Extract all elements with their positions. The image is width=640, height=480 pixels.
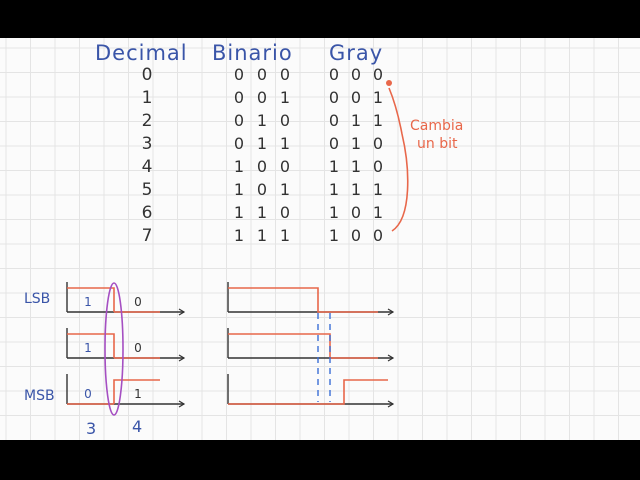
change-arrow bbox=[388, 87, 409, 232]
bit-value-after: 0 bbox=[134, 341, 142, 355]
decimal-cell: 1 bbox=[142, 88, 153, 108]
binary-bit: 1 bbox=[280, 180, 290, 199]
gray-bit: 0 bbox=[373, 134, 383, 153]
binary-bit: 1 bbox=[280, 134, 290, 153]
gray-bit: 1 bbox=[373, 111, 383, 130]
signal-trace bbox=[67, 287, 160, 313]
gray-bit: 0 bbox=[373, 226, 383, 245]
gray-bit: 0 bbox=[329, 88, 339, 107]
gray-bit: 0 bbox=[351, 65, 361, 84]
gray-bit: 0 bbox=[373, 65, 383, 84]
binary-bit: 0 bbox=[234, 88, 244, 107]
binary-bit: 0 bbox=[234, 134, 244, 153]
binary-bit: 0 bbox=[280, 203, 290, 222]
gray-bit: 1 bbox=[351, 157, 361, 176]
lsb-label: LSB bbox=[24, 291, 50, 307]
bit-value-before: 1 bbox=[84, 341, 92, 355]
header-gray: Gray bbox=[329, 41, 383, 65]
gray-bit: 1 bbox=[373, 88, 383, 107]
gray-bit: 0 bbox=[351, 226, 361, 245]
decimal-cell: 2 bbox=[142, 111, 153, 131]
gray-bit: 1 bbox=[373, 180, 383, 199]
gray-bit: 1 bbox=[329, 157, 339, 176]
annotation-line1: Cambia bbox=[410, 118, 463, 134]
bit-value-after: 0 bbox=[134, 295, 142, 309]
gray-bit: 0 bbox=[329, 111, 339, 130]
gray-bit: 0 bbox=[373, 157, 383, 176]
annotation-line2: un bit bbox=[417, 136, 458, 152]
gray-bit: 1 bbox=[329, 226, 339, 245]
binary-bit: 0 bbox=[257, 65, 267, 84]
binary-bit: 1 bbox=[257, 226, 267, 245]
bottom-label-3: 3 bbox=[86, 419, 96, 438]
gray-bit: 1 bbox=[351, 134, 361, 153]
gray-bit: 0 bbox=[329, 65, 339, 84]
gray-bit: 1 bbox=[329, 180, 339, 199]
decimal-cell: 0 bbox=[142, 65, 153, 85]
axis-arrowhead bbox=[387, 354, 395, 362]
binary-bit: 1 bbox=[234, 203, 244, 222]
decimal-cell: 4 bbox=[142, 157, 153, 177]
binary-bit: 1 bbox=[234, 226, 244, 245]
binary-bit: 1 bbox=[257, 134, 267, 153]
arrow-dot bbox=[386, 80, 392, 86]
transition-highlight bbox=[104, 282, 124, 416]
msb-label: MSB bbox=[24, 388, 55, 404]
gray-bit: 1 bbox=[351, 111, 361, 130]
binary-bit: 1 bbox=[280, 226, 290, 245]
binary-bit: 1 bbox=[280, 88, 290, 107]
header-decimal: Decimal bbox=[95, 41, 188, 65]
signal-trace bbox=[67, 333, 160, 359]
binary-bit: 0 bbox=[257, 180, 267, 199]
signal-trace-right bbox=[228, 379, 388, 405]
binary-bit: 0 bbox=[234, 111, 244, 130]
bit-value-after: 1 bbox=[134, 387, 142, 401]
axis-arrowhead bbox=[387, 400, 395, 408]
decimal-cell: 6 bbox=[142, 203, 153, 223]
binary-bit: 1 bbox=[234, 180, 244, 199]
binary-bit: 0 bbox=[280, 157, 290, 176]
binary-bit: 1 bbox=[257, 111, 267, 130]
binary-bit: 1 bbox=[257, 203, 267, 222]
axis-arrowhead bbox=[178, 400, 186, 408]
axis-arrowhead bbox=[387, 308, 395, 316]
decimal-cell: 3 bbox=[142, 134, 153, 154]
gray-bit: 0 bbox=[329, 134, 339, 153]
header-binary: Binario bbox=[212, 41, 293, 65]
axis-arrowhead bbox=[178, 354, 186, 362]
bit-value-before: 0 bbox=[84, 387, 92, 401]
binary-bit: 0 bbox=[234, 65, 244, 84]
bit-value-before: 1 bbox=[84, 295, 92, 309]
gray-bit: 0 bbox=[351, 88, 361, 107]
gray-bit: 1 bbox=[329, 203, 339, 222]
gray-bit: 0 bbox=[351, 203, 361, 222]
binary-bit: 0 bbox=[257, 157, 267, 176]
binary-bit: 1 bbox=[234, 157, 244, 176]
decimal-cell: 7 bbox=[142, 226, 153, 246]
signal-trace-right bbox=[228, 287, 378, 313]
decimal-cell: 5 bbox=[142, 180, 153, 200]
gray-bit: 1 bbox=[373, 203, 383, 222]
binary-bit: 0 bbox=[257, 88, 267, 107]
bottom-label-4: 4 bbox=[132, 417, 142, 436]
binary-bit: 0 bbox=[280, 111, 290, 130]
signal-trace bbox=[67, 379, 160, 405]
binary-bit: 0 bbox=[280, 65, 290, 84]
waveform-group: 1 0 1 0 0 1 bbox=[66, 282, 395, 408]
axis-arrowhead bbox=[178, 308, 186, 316]
grid-lines bbox=[0, 38, 640, 440]
gray-bit: 1 bbox=[351, 180, 361, 199]
